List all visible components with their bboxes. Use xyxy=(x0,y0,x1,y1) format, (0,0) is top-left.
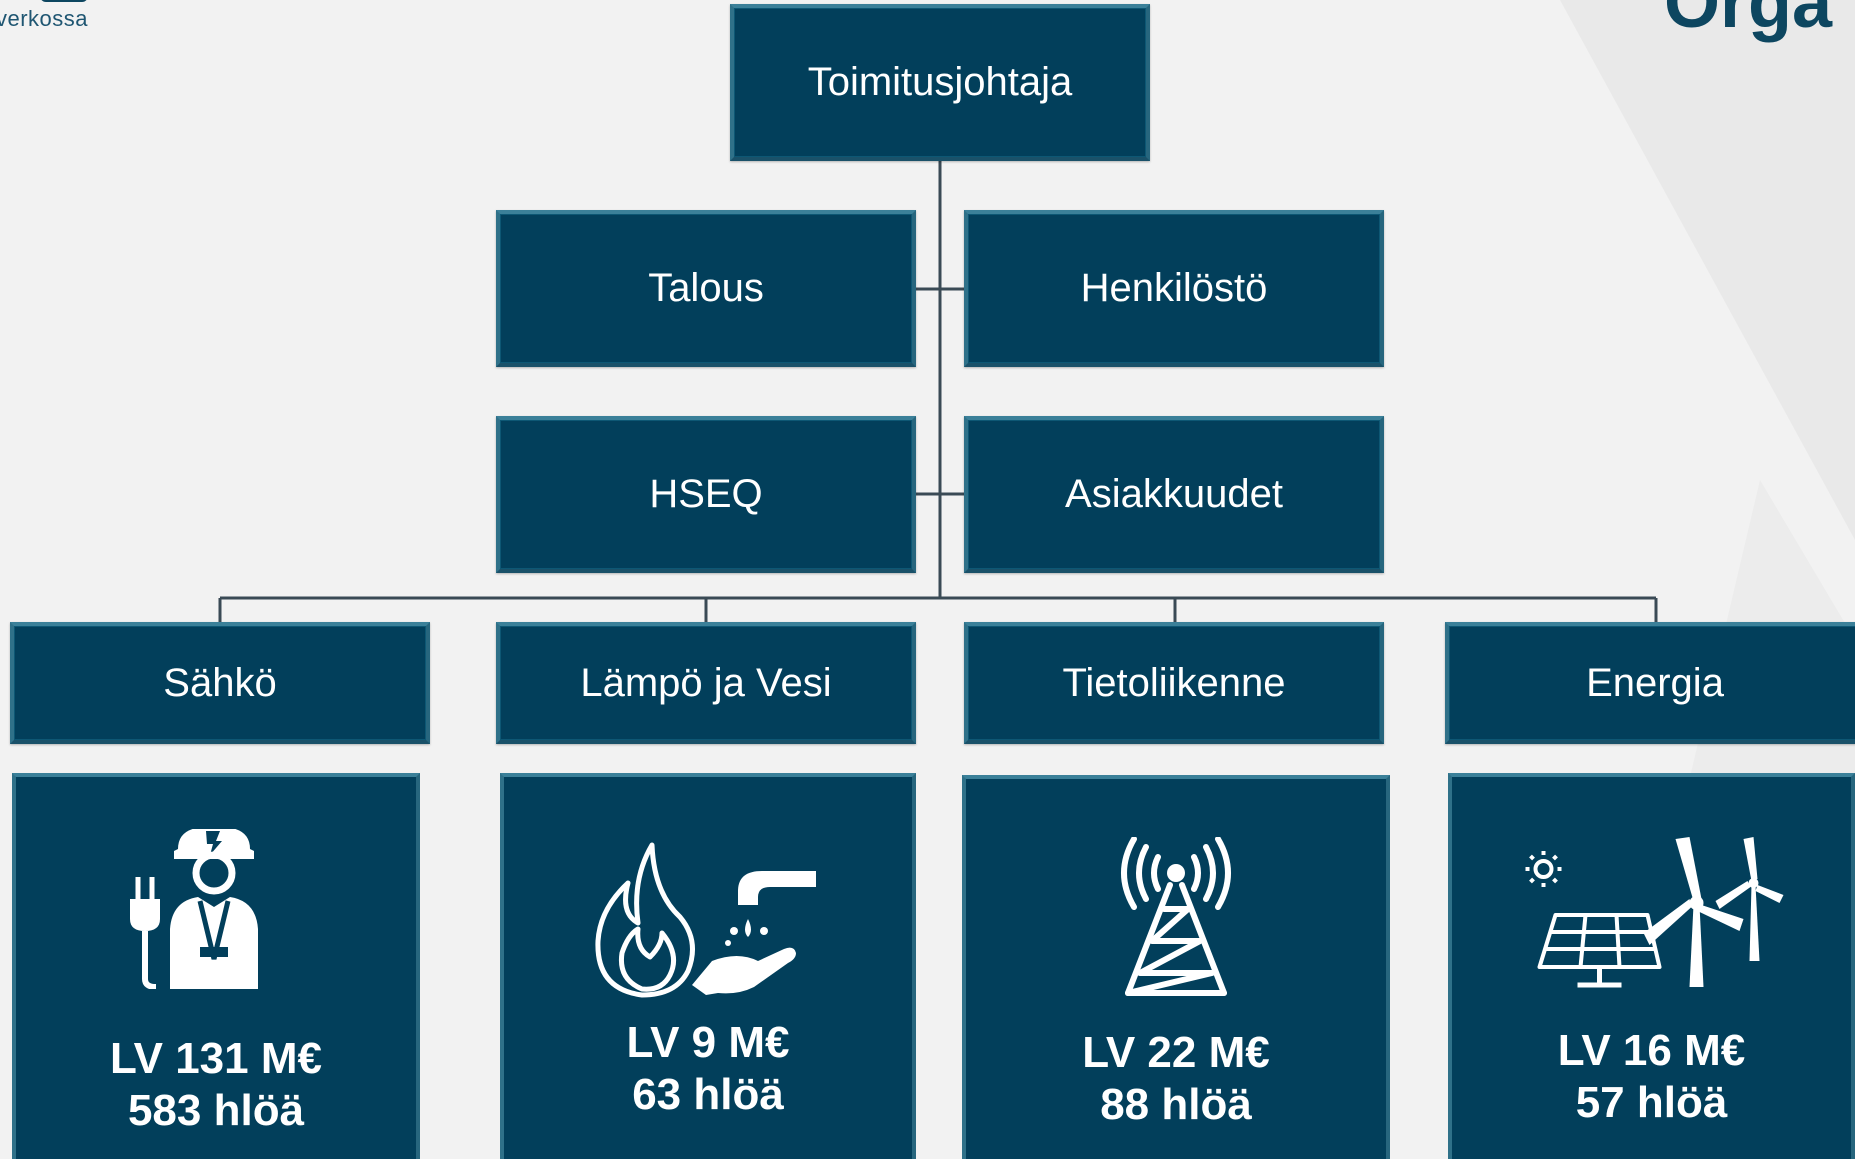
logo-mark xyxy=(40,0,88,2)
unit-node-energia: Energia xyxy=(1445,622,1855,744)
org-node-asiakkuudet: Asiakkuudet xyxy=(964,416,1384,573)
revenue-tietoliikenne: LV 22 M€ xyxy=(1082,1028,1270,1077)
headcount-sahko: 583 hlöä xyxy=(127,1086,305,1135)
flame-water-tap-icon xyxy=(595,842,816,998)
unit-node-lampo-ja-vesi: Lämpö ja Vesi xyxy=(496,622,916,744)
headcount-tietoliikenne: 88 hlöä xyxy=(1100,1080,1252,1129)
revenue-lampo-ja-vesi: LV 9 M€ xyxy=(626,1018,790,1067)
page-title-fragment: Orga xyxy=(1664,0,1833,43)
electrician-plug-icon xyxy=(130,829,258,989)
revenue-energia: LV 16 M€ xyxy=(1557,1026,1746,1075)
unit-node-sahko: Sähkö xyxy=(10,622,430,744)
unit-card-energia: LV 16 M€ 57 hlöä xyxy=(1448,773,1855,1159)
logo-tagline: verkossa xyxy=(0,6,89,31)
solar-wind-icon xyxy=(1525,837,1784,988)
unit-card-tietoliikenne: LV 22 M€ 88 hlöä xyxy=(962,775,1390,1159)
revenue-sahko: LV 131 M€ xyxy=(110,1034,322,1083)
unit-node-tietoliikenne: Tietoliikenne xyxy=(964,622,1384,744)
org-node-henkilosto: Henkilöstö xyxy=(964,210,1384,367)
org-node-hseq: HSEQ xyxy=(496,416,916,573)
radio-tower-icon xyxy=(1121,837,1231,996)
unit-card-sahko: LV 131 M€ 583 hlöä xyxy=(12,773,420,1159)
unit-card-lampo-ja-vesi: LV 9 M€ 63 hlöä xyxy=(500,773,916,1159)
org-node-talous: Talous xyxy=(496,210,916,367)
org-node-ceo: Toimitusjohtaja xyxy=(730,4,1150,161)
headcount-energia: 57 hlöä xyxy=(1575,1078,1728,1127)
headcount-lampo-ja-vesi: 63 hlöä xyxy=(632,1070,784,1119)
